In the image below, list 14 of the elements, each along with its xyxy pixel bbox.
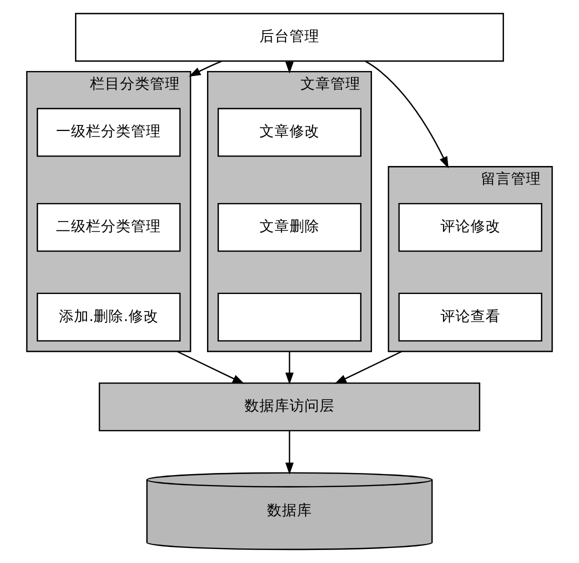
node-box: 一级栏分类管理 bbox=[36, 108, 181, 157]
arrow bbox=[334, 350, 402, 384]
node-box: 文章修改 bbox=[218, 108, 362, 157]
arrow bbox=[188, 60, 222, 77]
arrow bbox=[176, 350, 244, 384]
node-box bbox=[218, 292, 362, 342]
arrow bbox=[285, 430, 294, 475]
node-box: 二级栏分类管理 bbox=[36, 202, 181, 252]
node-box: 数据库访问层 bbox=[98, 382, 480, 432]
node-box: 评论查看 bbox=[398, 292, 542, 342]
node-box: 添加.删除.修改 bbox=[36, 292, 181, 342]
node-box: 文章删除 bbox=[218, 202, 362, 252]
node-box: 评论修改 bbox=[398, 202, 542, 252]
arrow bbox=[285, 351, 294, 385]
